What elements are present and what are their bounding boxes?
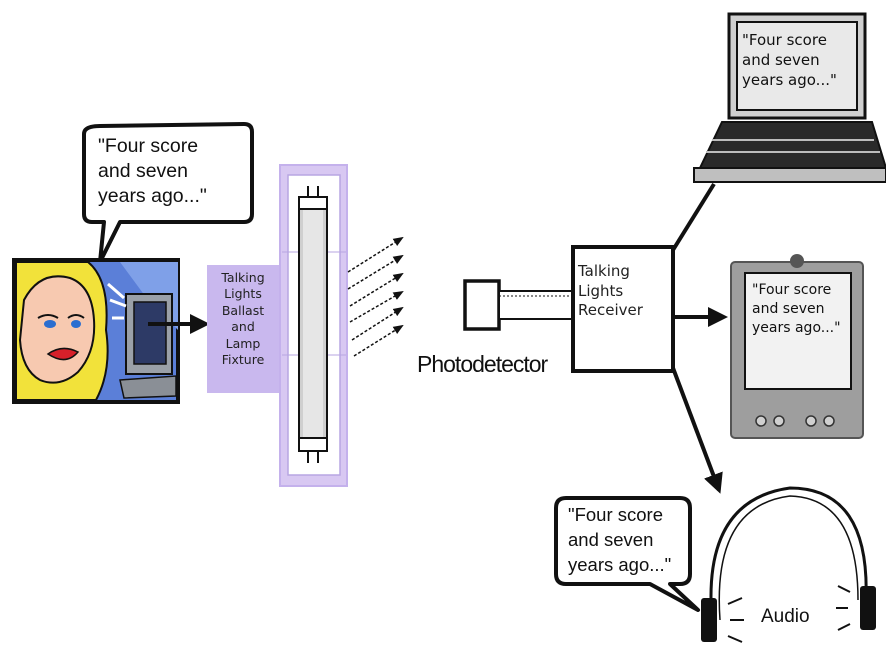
receiver-output-arrows <box>671 182 728 494</box>
pda-screen-text: "Four score and seven years ago..." <box>752 281 841 338</box>
photodetector-label: Photodetector <box>417 351 548 377</box>
light-rays <box>347 236 404 357</box>
speaker-bubble-text: "Four score and seven years ago..." <box>98 134 207 209</box>
laptop <box>693 12 886 183</box>
pda-screen-line: "Four score <box>752 282 832 298</box>
headphones <box>701 486 876 643</box>
receiver-label-line: Talking <box>578 262 630 280</box>
pda-device <box>730 254 864 439</box>
ballast-box <box>207 265 280 393</box>
laptop-screen-line: and seven <box>742 51 820 69</box>
ballast-label-line: Ballast <box>221 302 265 318</box>
pda-screen-line: years ago..." <box>752 320 841 336</box>
speaker-speech-bubble <box>82 122 254 264</box>
photodetector <box>463 279 575 331</box>
arrow-to-headphones <box>671 367 723 494</box>
pda-screen-line: and seven <box>752 301 825 317</box>
receiver-label: Talking Lights Receiver <box>578 262 666 321</box>
laptop-screen-line: years ago..." <box>742 71 837 89</box>
ballast-label: Talking Lights Ballast and Lamp Fixture <box>207 270 279 368</box>
ballast-label-line: and <box>231 319 255 335</box>
ballast-label-line: Lights <box>224 286 262 302</box>
arrow-to-laptop <box>671 182 716 252</box>
audio-bubble-line: "Four score <box>568 504 663 525</box>
woman-at-computer-illustration <box>12 258 180 404</box>
fluorescent-tube <box>298 186 328 463</box>
laptop-screen-line: "Four score <box>742 31 827 49</box>
ballast-label-line: Fixture <box>221 352 265 368</box>
ballast-label-line: Lamp <box>225 335 261 351</box>
receiver-label-line: Receiver <box>578 301 643 319</box>
audio-bubble-text: "Four score and seven years ago..." <box>568 502 671 577</box>
ballast-label-line: Talking <box>221 270 265 285</box>
receiver-box <box>571 245 675 373</box>
audio-speech-bubble <box>554 496 700 612</box>
receiver-label-line: Lights <box>578 281 624 300</box>
speaker-bubble-line: and seven <box>98 160 188 182</box>
audio-label: Audio <box>761 606 810 627</box>
speaker-bubble-line: "Four score <box>98 135 199 157</box>
audio-bubble-line: and seven <box>568 529 654 550</box>
audio-bubble-line: years ago..." <box>568 554 672 575</box>
speaker-bubble-line: years ago..." <box>98 185 207 207</box>
laptop-screen-text: "Four score and seven years ago..." <box>742 30 837 90</box>
